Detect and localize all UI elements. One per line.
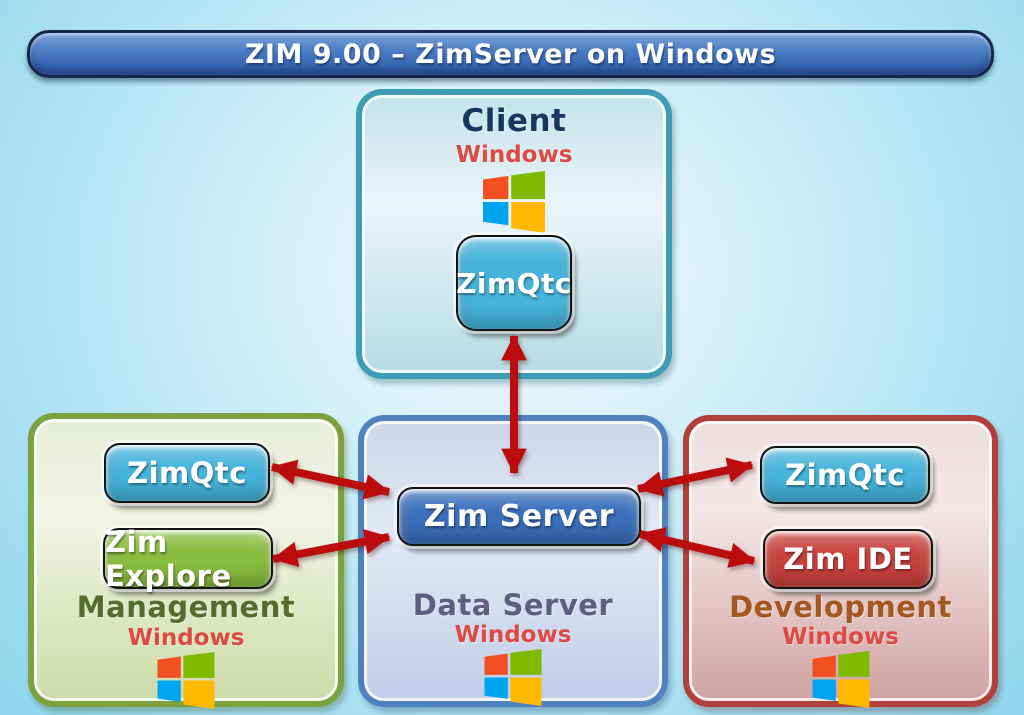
panel-management: ZimQtc Zim Explore Management Windows xyxy=(28,413,344,709)
panel-management-title: Management xyxy=(76,590,296,624)
zim-explore-node-label: Zim Explore xyxy=(105,524,232,593)
zim-ide-node: Zim IDE xyxy=(763,529,933,589)
diagram-title: ZIM 9.00 – ZimServer on Windows xyxy=(244,38,777,70)
panel-development: ZimQtc Zim IDE Development Windows xyxy=(683,415,998,708)
panel-development-os-label: Windows xyxy=(782,624,899,650)
zim-explore-node: Zim Explore xyxy=(103,525,273,593)
panel-client: Client Windows ZimQtc xyxy=(356,89,672,379)
zimqtc-node-development-label: ZimQtc xyxy=(785,458,905,492)
panel-data-server: Zim Server Data Server Windows xyxy=(358,415,668,707)
zimqtc-node-management: ZimQtc xyxy=(104,443,270,503)
panel-client-os-label: Windows xyxy=(455,142,573,168)
zim-server-node: Zim Server xyxy=(397,487,641,546)
zimqtc-node-client-label: ZimQtc xyxy=(456,266,572,300)
panel-data-server-title: Data Server xyxy=(412,588,614,622)
zimqtc-node-client: ZimQtc xyxy=(456,235,572,331)
panel-development-title: Development xyxy=(729,590,952,624)
windows-logo-icon xyxy=(812,651,869,708)
panel-data-server-os-label: Windows xyxy=(454,622,572,648)
windows-logo-icon xyxy=(484,649,542,706)
panel-client-title: Client xyxy=(461,103,567,139)
diagram-title-bar: ZIM 9.00 – ZimServer on Windows xyxy=(27,30,994,78)
zim-ide-node-label: Zim IDE xyxy=(783,542,913,576)
zimqtc-node-development: ZimQtc xyxy=(760,446,930,504)
windows-logo-icon xyxy=(483,171,545,233)
panel-management-os-label: Windows xyxy=(127,625,245,651)
zimqtc-node-management-label: ZimQtc xyxy=(127,456,247,490)
windows-logo-icon xyxy=(157,652,215,709)
zim-server-node-label: Zim Server xyxy=(423,499,615,534)
